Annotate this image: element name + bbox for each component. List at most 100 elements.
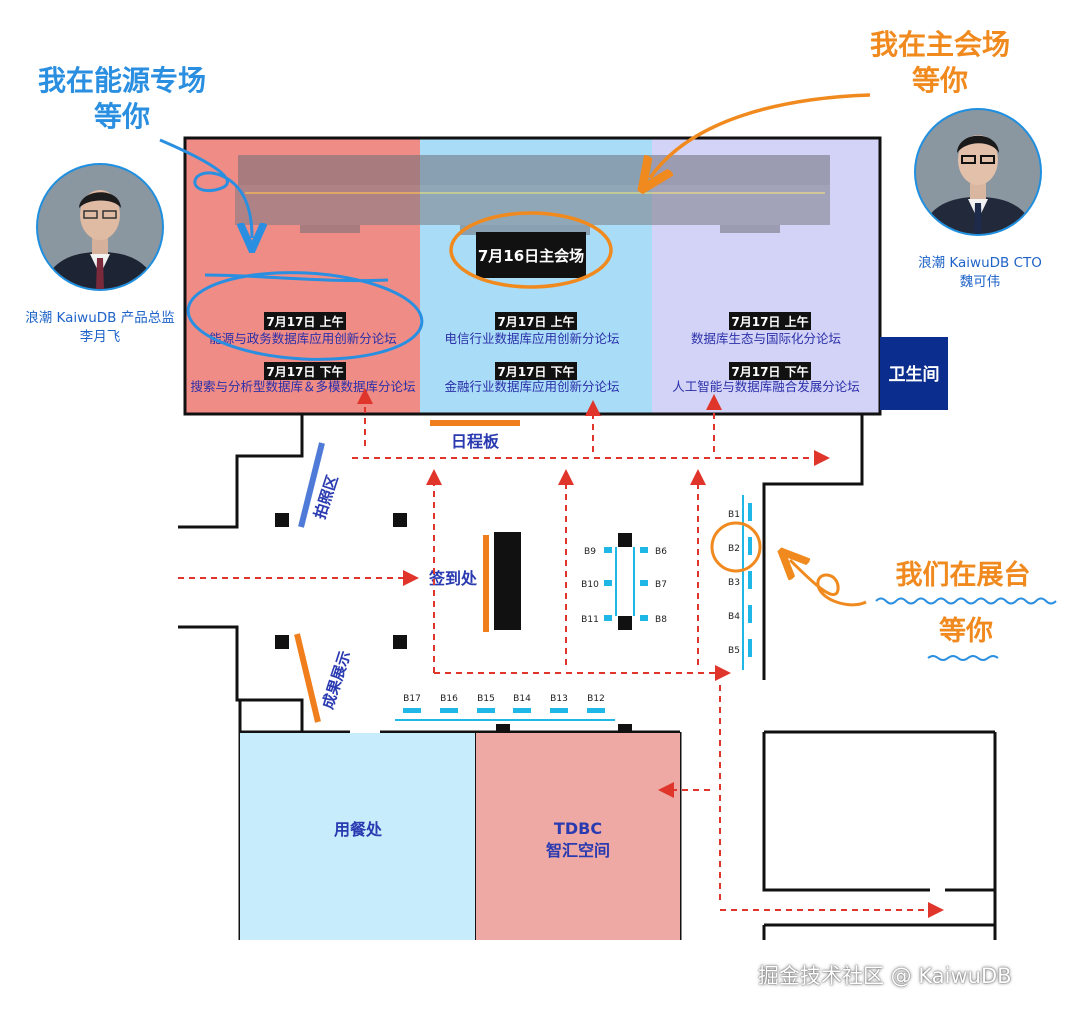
booth-b13: B13 [550, 694, 568, 713]
flow-arrows [178, 388, 944, 918]
svg-text:7月17日 上午: 7月17日 上午 [731, 314, 808, 329]
booth-b4: B4 [728, 605, 752, 623]
booth-pointer-arrow [790, 560, 867, 607]
booth-b15: B15 [477, 694, 495, 713]
svg-text:7月17日 下午: 7月17日 下午 [266, 364, 343, 379]
booth-b17: B17 [403, 694, 421, 713]
booth-marker [748, 571, 752, 589]
booth-b7: B7 [640, 580, 667, 590]
booth-marker [604, 580, 612, 586]
booth-marker [640, 580, 648, 586]
booth-b10: B10 [581, 580, 612, 590]
main-pointer-arrow [650, 93, 871, 178]
speaker-right-name: 魏可伟 [960, 274, 1001, 290]
forum-energy: 7月17日 上午 能源与政务数据库应用创新分论坛 7月17日 下午 搜索与分析型… [190, 312, 416, 394]
svg-text:7月17日 上午: 7月17日 上午 [497, 314, 574, 329]
booth-label: B2 [728, 544, 740, 554]
booth-label: B8 [655, 615, 667, 625]
schedule-board [430, 420, 520, 426]
booth-b8: B8 [640, 615, 667, 625]
main-hall-badge [476, 232, 586, 278]
svg-text:人工智能与数据库融合发展分论坛: 人工智能与数据库融合发展分论坛 [672, 379, 860, 394]
booth-b9: B9 [584, 547, 612, 557]
svg-text:7月17日 下午: 7月17日 下午 [731, 364, 808, 379]
booth-label: B12 [587, 694, 605, 704]
showcase-label: 成果展示 [319, 649, 355, 712]
energy-circle [186, 271, 424, 361]
booth-label: B7 [655, 580, 667, 590]
booth-marker [640, 547, 648, 553]
booth-marker [550, 708, 568, 713]
booth-marker [403, 708, 421, 713]
svg-text:电信行业数据库应用创新分论坛: 电信行业数据库应用创新分论坛 [444, 331, 619, 346]
dining-area [240, 733, 475, 940]
booth-annotation: 我们在展台 [896, 559, 1031, 591]
svg-text:金融行业数据库应用创新分论坛: 金融行业数据库应用创新分论坛 [444, 379, 619, 394]
showcase-bar [294, 633, 321, 723]
energy-annotation: 我在能源专场 [38, 64, 206, 97]
svg-text:7月17日 下午: 7月17日 下午 [497, 364, 574, 379]
restroom [880, 337, 948, 410]
booth-marker [513, 708, 531, 713]
speaker-right-title: 浪潮 KaiwuDB CTO [918, 255, 1042, 271]
booth-label: B3 [728, 578, 740, 588]
booth-b2: B2 [728, 537, 752, 555]
checkin-desk [494, 532, 521, 630]
booth-marker [748, 639, 752, 657]
booth-b14: B14 [513, 694, 531, 713]
booth-label: B14 [513, 694, 531, 704]
watermark: 掘金技术社区 @ KaiwuDB [758, 964, 1012, 988]
booth-label: B6 [655, 547, 667, 557]
booth-b16: B16 [440, 694, 458, 713]
booth-label: B16 [440, 694, 458, 704]
booth-label: B11 [581, 615, 599, 625]
booth-label: B15 [477, 694, 495, 704]
forum-main: 7月17日 上午 电信行业数据库应用创新分论坛 7月17日 下午 金融行业数据库… [444, 312, 620, 394]
booth-marker [604, 547, 612, 553]
energy-pointer-arrow [159, 138, 252, 238]
pillars [275, 513, 632, 732]
booth-label: B9 [584, 547, 596, 557]
booth-b5: B5 [728, 639, 752, 657]
tdbc-space [476, 733, 680, 940]
booth-label: B17 [403, 694, 421, 704]
booth-b2-circle [710, 521, 762, 573]
stage [235, 155, 830, 235]
forum-global: 7月17日 上午 数据库生态与国际化分论坛 7月17日 下午 人工智能与数据库融… [672, 312, 860, 394]
photo-zone-bar [298, 442, 325, 528]
booth-marker [748, 503, 752, 521]
speaker-left-name: 李月飞 [80, 329, 121, 345]
booth-b6: B6 [640, 547, 667, 557]
svg-text:7月17日 上午: 7月17日 上午 [266, 314, 343, 329]
main-annotation-2: 等你 [912, 64, 968, 97]
checkin-label: 签到处 [428, 569, 478, 588]
booth-marker [477, 708, 495, 713]
booth-label: B5 [728, 646, 740, 656]
booth-marker [587, 708, 605, 713]
booth-marker [640, 615, 648, 621]
booth-label: B13 [550, 694, 568, 704]
booth-annotation-2: 等你 [939, 615, 993, 647]
main-circle [449, 211, 613, 289]
booth-marker [748, 605, 752, 623]
center-booth-island [615, 533, 635, 630]
booth-marker [748, 537, 752, 555]
svg-text:能源与政务数据库应用创新分论坛: 能源与政务数据库应用创新分论坛 [209, 331, 397, 346]
booth-b3: B3 [728, 571, 752, 589]
schedule-board-label: 日程板 [451, 432, 500, 451]
svg-text:数据库生态与国际化分论坛: 数据库生态与国际化分论坛 [691, 331, 841, 346]
dining-label: 用餐处 [334, 820, 383, 839]
speaker-left-title: 浪潮 KaiwuDB 产品总监 [25, 310, 174, 326]
main-hall-label: 7月16日主会场 [478, 247, 584, 265]
energy-annotation-2: 等你 [94, 100, 150, 133]
booth-label: B4 [728, 612, 740, 622]
booth-label: B1 [728, 510, 740, 520]
tdbc-label: TDBC [554, 819, 602, 838]
tdbc-label-2: 智汇空间 [546, 841, 610, 860]
booth-marker [440, 708, 458, 713]
booth-b12: B12 [587, 694, 605, 713]
booth-b1: B1 [728, 503, 752, 521]
speaker-right: 浪潮 KaiwuDB CTO 魏可伟 [914, 108, 1042, 290]
